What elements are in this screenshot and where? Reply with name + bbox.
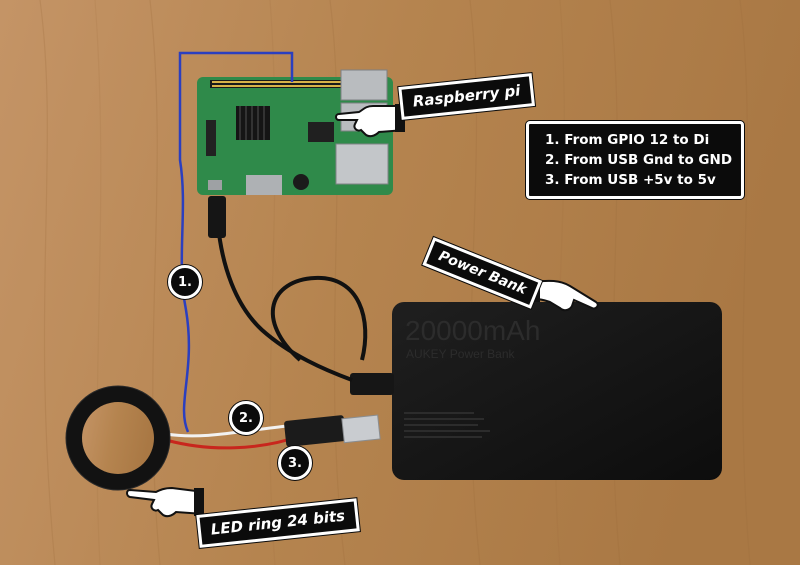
audio-jack (293, 174, 309, 190)
wiring-instructions: 1. From GPIO 12 to Di 2. From USB Gnd to… (526, 121, 744, 199)
pointing-hand-icon (335, 104, 405, 138)
power-bank-usb-plug (350, 373, 394, 395)
step-marker-2: 2. (229, 401, 263, 435)
micro-usb-port (208, 180, 222, 190)
step-marker-1: 1. (168, 265, 202, 299)
ethernet-port (335, 143, 389, 185)
raspberry-pi-board (197, 69, 393, 195)
usb-power-cable (215, 199, 353, 382)
led-ring (65, 385, 171, 491)
instruction-item: 1. From GPIO 12 to Di (545, 132, 710, 148)
step-marker-3: 3. (278, 446, 312, 480)
power-bank-brand: AUKEY Power Bank (406, 347, 515, 361)
micro-usb-plug (208, 196, 226, 238)
pointing-hand-icon (530, 279, 599, 312)
usb-port-top (340, 69, 388, 101)
instruction-item: 2. From USB Gnd to GND (545, 152, 733, 168)
instruction-item: 3. From USB +5v to 5v (545, 172, 716, 188)
usb-a-breakout (284, 414, 381, 447)
pointing-hand-icon (126, 486, 204, 518)
power-bank: 20000mAh AUKEY Power Bank (350, 302, 722, 480)
usb-cable-loop (270, 275, 368, 362)
power-bank-capacity: 20000mAh (405, 315, 540, 346)
wire-gnd (165, 424, 289, 438)
hdmi-port (246, 175, 282, 195)
